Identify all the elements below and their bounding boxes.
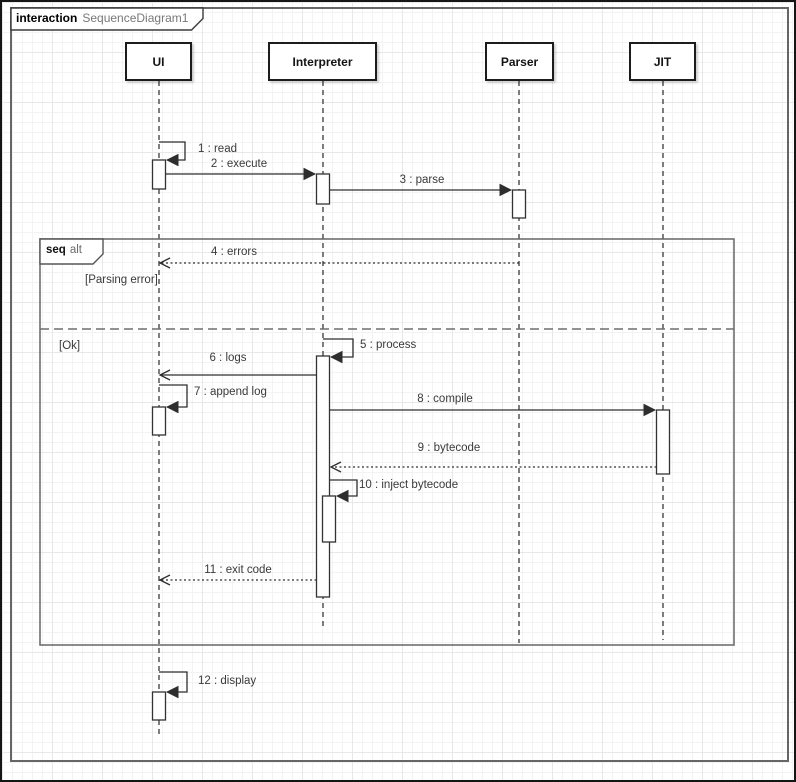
actor-jit-label: JIT bbox=[653, 54, 672, 69]
interaction-frame-tab[interactable] bbox=[10, 7, 204, 31]
frame-name: SequenceDiagram1 bbox=[82, 11, 189, 25]
actor-ui[interactable]: UI bbox=[125, 42, 192, 81]
message-9-label[interactable]: 9 : bytecode bbox=[417, 442, 481, 454]
message-10-inject-bytecode-arrow[interactable] bbox=[329, 479, 358, 496]
actor-interpreter-label: Interpreter bbox=[292, 54, 353, 69]
actor-parser[interactable]: Parser bbox=[485, 42, 554, 81]
message-1-label[interactable]: 1 : read bbox=[198, 143, 237, 155]
activation-interpreter-1[interactable] bbox=[315, 173, 331, 205]
activation-ui-3[interactable] bbox=[151, 691, 167, 721]
interaction-frame[interactable] bbox=[10, 7, 789, 762]
actor-interpreter[interactable]: Interpreter bbox=[268, 42, 377, 81]
frame-title: interaction SequenceDiagram1 bbox=[16, 10, 188, 26]
activation-interpreter-main[interactable] bbox=[315, 355, 331, 598]
guard-parsing-error: [Parsing error] bbox=[85, 274, 158, 286]
message-3-label[interactable]: 3 : parse bbox=[399, 174, 445, 186]
message-12-label[interactable]: 12 : display bbox=[198, 675, 257, 687]
alt-fragment-frame[interactable] bbox=[39, 238, 735, 646]
message-5-label[interactable]: 5 : process bbox=[360, 339, 417, 351]
alt-fragment-keyword: seq bbox=[46, 244, 66, 256]
message-4-label[interactable]: 4 : errors bbox=[210, 246, 258, 258]
guard-ok: [Ok] bbox=[59, 340, 81, 352]
actor-jit[interactable]: JIT bbox=[629, 42, 696, 81]
frame-keyword: interaction bbox=[16, 11, 78, 25]
message-10-label[interactable]: 10 : inject bytecode bbox=[359, 479, 459, 491]
actor-parser-label: Parser bbox=[500, 54, 539, 69]
message-5-process-arrow[interactable] bbox=[323, 338, 354, 357]
message-8-label[interactable]: 8 : compile bbox=[417, 393, 473, 405]
message-7-label[interactable]: 7 : append log bbox=[194, 386, 267, 398]
message-7-append-log-arrow[interactable] bbox=[159, 384, 188, 407]
message-12-display-arrow[interactable] bbox=[159, 671, 188, 692]
message-1-read-arrow[interactable] bbox=[159, 141, 186, 160]
message-11-label[interactable]: 11 : exit code bbox=[204, 564, 272, 576]
message-2-label[interactable]: 2 : execute bbox=[210, 158, 268, 170]
activation-jit-1[interactable] bbox=[655, 409, 671, 475]
alt-fragment-tab[interactable] bbox=[39, 238, 104, 265]
activation-ui-2[interactable] bbox=[151, 406, 167, 436]
message-6-label[interactable]: 6 : logs bbox=[209, 352, 247, 364]
activation-parser-1[interactable] bbox=[511, 189, 527, 219]
actor-ui-label: UI bbox=[152, 54, 165, 69]
activation-interpreter-nested[interactable] bbox=[321, 495, 337, 543]
alt-fragment-operator: alt bbox=[69, 244, 82, 256]
activation-ui-1[interactable] bbox=[151, 159, 167, 190]
